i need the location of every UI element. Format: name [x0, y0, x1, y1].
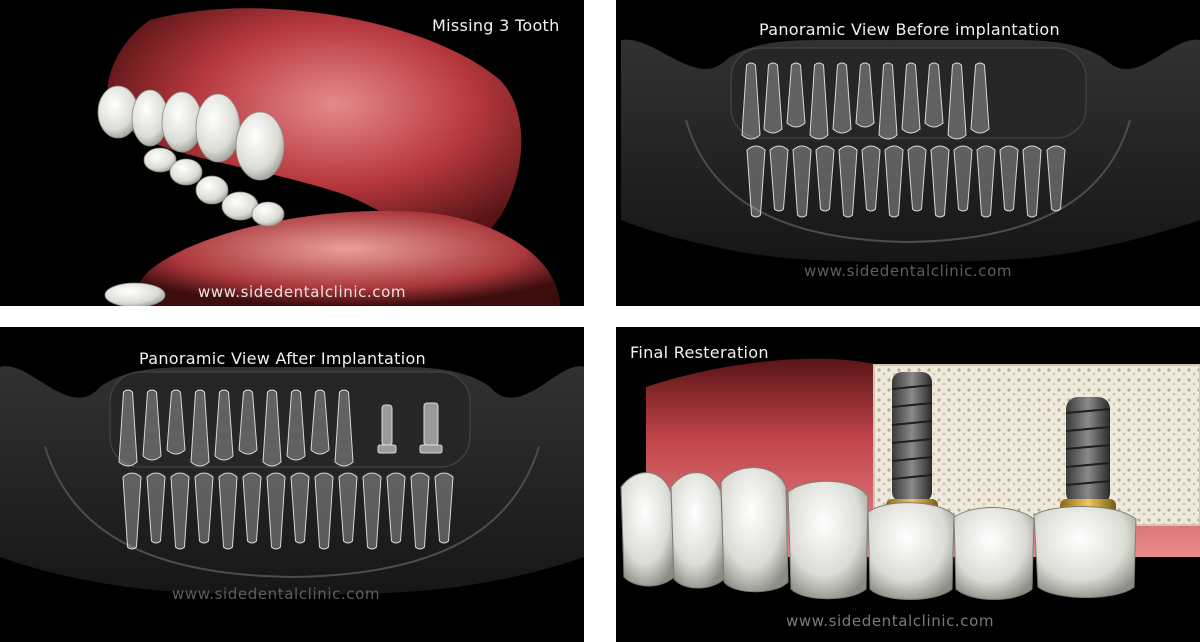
panel-missing-teeth: Missing 3 Tooth www.sidedentalclinic.com	[0, 0, 584, 306]
xray-tooth	[792, 145, 812, 218]
panoramic-xray-after	[0, 366, 584, 595]
xray-tooth	[786, 62, 806, 128]
xray-tooth	[310, 389, 330, 455]
xray-tooth	[746, 145, 766, 218]
watermark: www.sidedentalclinic.com	[198, 283, 407, 301]
panoramic-xray-before	[621, 39, 1200, 262]
xray-tooth	[970, 62, 990, 134]
xray-tooth	[861, 145, 881, 212]
implant-crown-base	[377, 444, 397, 454]
upper-xray-teeth	[741, 62, 990, 140]
lower-xray-teeth	[122, 472, 454, 550]
xray-tooth	[338, 472, 358, 544]
xray-tooth	[901, 62, 921, 134]
final-restoration-illustration	[620, 358, 1200, 600]
teeth-row	[620, 467, 1137, 600]
xray-tooth	[146, 472, 166, 544]
xray-tooth	[1046, 145, 1066, 212]
panel-panoramic-before: Panoramic View Before implantation www.s…	[616, 0, 1200, 306]
lower-xray-teeth	[746, 145, 1066, 218]
xray-tooth	[976, 145, 996, 218]
tooth	[670, 472, 725, 589]
xray-tooth	[214, 389, 234, 461]
xray-tooth	[953, 145, 973, 212]
tongue-shape	[135, 210, 560, 306]
xray-tooth	[122, 472, 142, 550]
bone-edge	[873, 364, 1200, 526]
xray-tooth	[410, 472, 430, 550]
xray-tooth	[878, 62, 898, 140]
xray-tooth	[809, 62, 829, 140]
xray-tooth	[769, 145, 789, 212]
xray-tooth	[314, 472, 334, 550]
xray-tooth	[218, 472, 238, 550]
implant-right	[1060, 397, 1116, 521]
xray-tooth	[815, 145, 835, 212]
maxilla-shape	[730, 47, 1087, 139]
xray-tooth	[142, 389, 162, 461]
missing-teeth-illustration	[97, 8, 560, 306]
panel-caption: Final Resteration	[630, 343, 769, 362]
implant-screw	[423, 402, 439, 446]
panel-final-restoration: Final Resteration www.sidedentalclinic.c…	[616, 327, 1200, 642]
crown	[867, 502, 955, 600]
xray-tooth	[362, 472, 382, 550]
crown	[1033, 505, 1137, 598]
xray-tooth	[1022, 145, 1042, 218]
xray-tooth	[266, 472, 286, 550]
xray-tooth	[194, 472, 214, 544]
watermark: www.sidedentalclinic.com	[172, 585, 381, 603]
mandible-canal	[685, 119, 1131, 244]
implant-crown-base	[419, 444, 443, 454]
xray-tooth	[434, 472, 454, 544]
panel-caption: Panoramic View After Implantation	[139, 349, 427, 368]
upper-gum-shape	[107, 8, 522, 248]
xray-tooth	[386, 472, 406, 544]
xray-tooth	[290, 472, 310, 544]
xray-tooth	[242, 472, 262, 544]
panel-panoramic-after: Panoramic View After Implantation www.si…	[0, 327, 584, 642]
xray-tooth	[741, 62, 761, 140]
dental-implants	[377, 402, 443, 454]
tooth	[720, 467, 789, 593]
implant-screw	[1066, 397, 1110, 505]
panel-caption: Missing 3 Tooth	[432, 16, 560, 35]
xray-tooth	[907, 145, 927, 212]
xray-tooth	[832, 62, 852, 134]
xray-tooth	[262, 389, 282, 467]
xray-tooth	[170, 472, 190, 550]
watermark: www.sidedentalclinic.com	[786, 612, 995, 630]
lower-teeth	[104, 147, 285, 306]
panel-caption: Panoramic View Before implantation	[759, 20, 1060, 39]
tooth	[620, 472, 675, 587]
xray-tooth	[118, 389, 138, 467]
xray-tooth	[884, 145, 904, 218]
xray-tooth	[947, 62, 967, 140]
xray-tooth	[190, 389, 210, 467]
xray-tooth	[763, 62, 783, 134]
xray-tooth	[924, 62, 944, 128]
xray-tooth	[838, 145, 858, 218]
implant-screw	[892, 372, 932, 502]
crown	[953, 507, 1035, 600]
xray-tooth	[334, 389, 354, 467]
upper-xray-teeth	[118, 389, 354, 467]
tooth	[787, 480, 869, 600]
mandible-canal	[44, 446, 540, 579]
xray-tooth	[855, 62, 875, 128]
xray-tooth	[286, 389, 306, 461]
upper-teeth	[97, 85, 285, 181]
xray-tooth	[999, 145, 1019, 212]
xray-tooth	[238, 389, 258, 455]
xray-tooth	[166, 389, 186, 455]
watermark: www.sidedentalclinic.com	[804, 262, 1013, 280]
xray-tooth	[930, 145, 950, 218]
implant-screw	[381, 404, 393, 446]
